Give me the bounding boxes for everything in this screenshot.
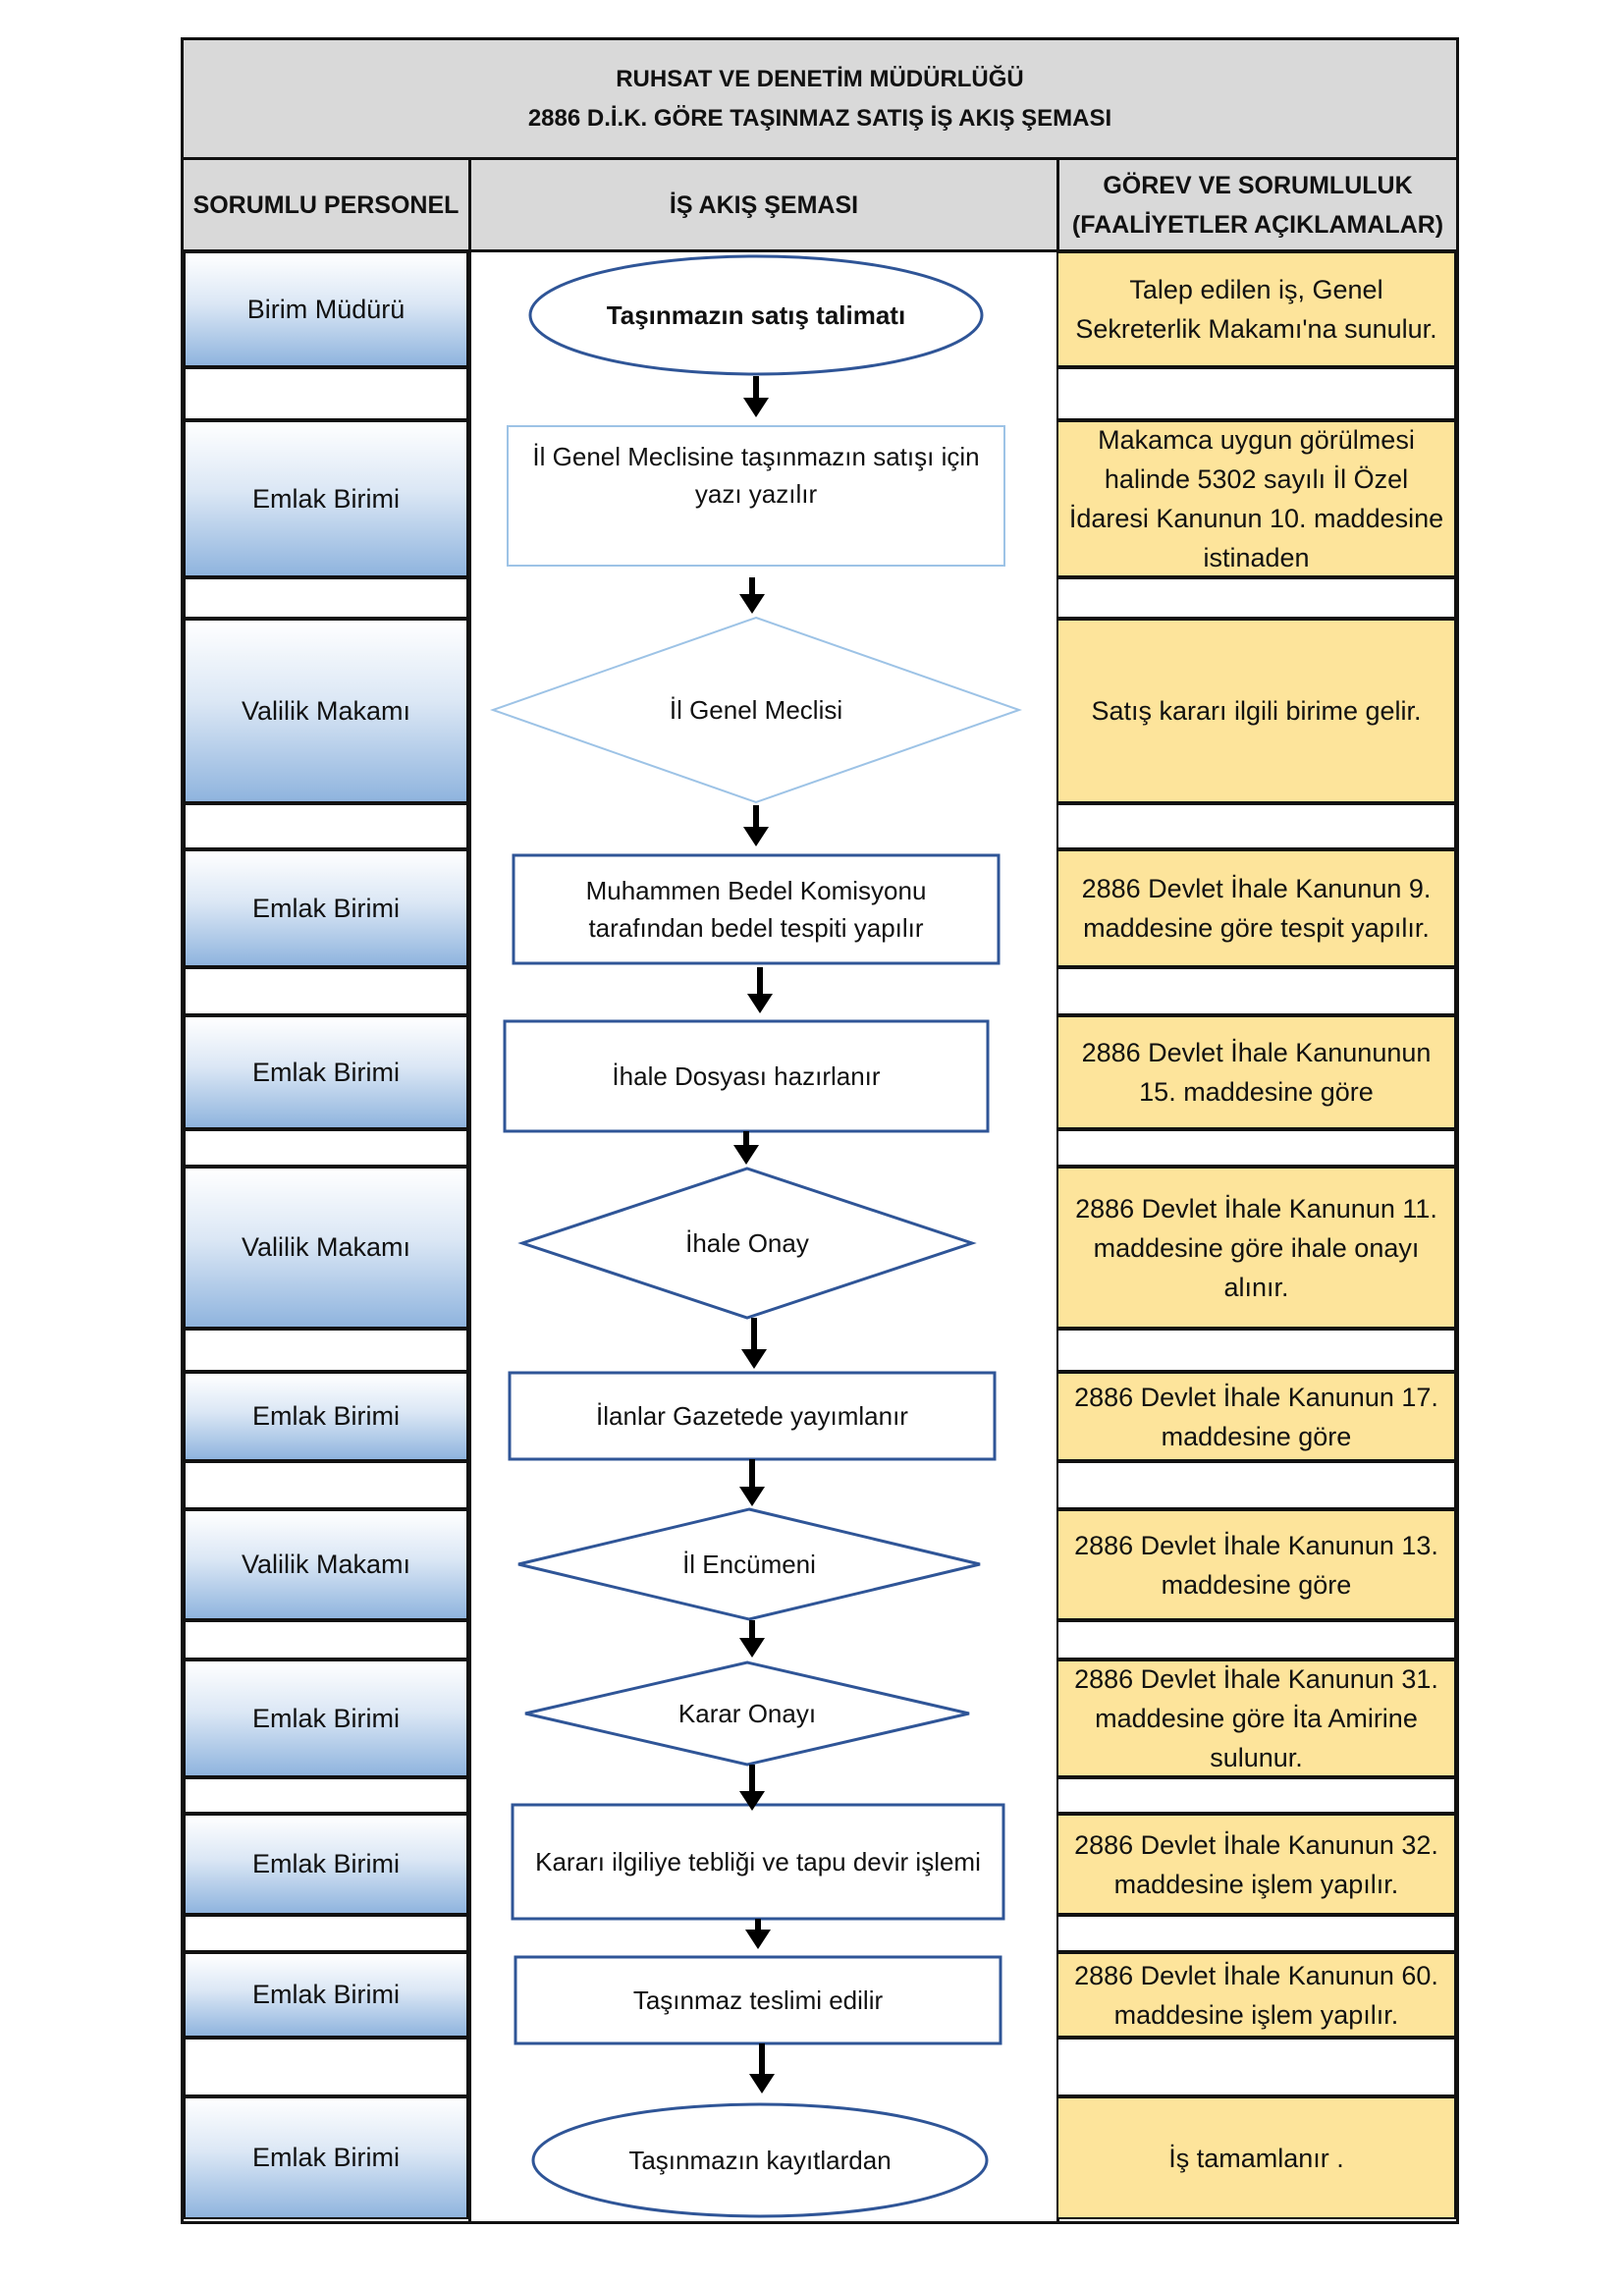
flow-arrow-head [733, 1145, 759, 1165]
shape-label: Taşınmazın kayıtlardan [628, 2146, 892, 2175]
role-cell: Emlak Birimi [184, 1372, 468, 1461]
title-line-1: RUHSAT VE DENETİM MÜDÜRLÜĞÜ [616, 65, 1024, 92]
desc-spacer [1056, 803, 1456, 849]
desc-spacer [1056, 1777, 1456, 1814]
column-header-flow: İŞ AKIŞ ŞEMASI [471, 160, 1056, 252]
flow-arrow-head [739, 1487, 765, 1506]
role-cell: Emlak Birimi [184, 420, 468, 577]
flowchart-frame: RUHSAT VE DENETİM MÜDÜRLÜĞÜ 2886 D.İ.K. … [181, 37, 1459, 2224]
role-cell: Emlak Birimi [184, 849, 468, 967]
desc-spacer [1056, 367, 1456, 420]
shape-label: İl Genel Meclisi [669, 695, 843, 725]
flow-arrow-head [739, 594, 765, 614]
column-divider-left [468, 160, 471, 2221]
desc-spacer [1056, 577, 1456, 619]
shape-label: Karar Onayı [677, 1699, 817, 1728]
flow-arrow-head [745, 1930, 771, 1949]
role-spacer [184, 1461, 468, 1509]
role-cell: Emlak Birimi [184, 1659, 468, 1777]
flow-arrow-head [739, 1638, 765, 1658]
desc-spacer [1056, 967, 1456, 1015]
desc-spacer [1056, 1620, 1456, 1659]
column-header-flow-label: İŞ AKIŞ ŞEMASI [669, 190, 859, 219]
role-spacer [184, 367, 468, 420]
process-box [508, 1371, 997, 1461]
shape-label: İlanlar Gazetede yayımlanır [596, 1401, 908, 1431]
duty-description-cell: 2886 Devlet İhale Kanunun 11. maddesine … [1056, 1167, 1456, 1329]
decision-diamond [517, 1507, 981, 1621]
shape-label: Taşınmaz teslimi edilir [632, 1986, 884, 2015]
duty-description-cell: Makamca uygun görülmesi halinde 5302 say… [1056, 420, 1456, 577]
terminal-ellipse [528, 254, 984, 376]
decision-diamond [517, 1167, 977, 1320]
flow-arrow-head [747, 994, 773, 1013]
process-box [514, 1955, 1002, 2045]
role-spacer [184, 2038, 468, 2096]
flow-arrow-head [739, 1791, 765, 1811]
role-spacer [184, 1620, 468, 1659]
duty-description-cell: 2886 Devlet İhale Kanunun 60. maddesine … [1056, 1952, 1456, 2038]
column-header-duty-label: GÖREV VE SORUMLULUK (FAALİYETLER AÇIKLAM… [1071, 171, 1444, 239]
flow-arrow-head [741, 1349, 767, 1369]
terminal-ellipse [531, 2102, 989, 2218]
role-spacer [184, 1329, 468, 1372]
shape-label: Muhammen Bedel Komisyonu tarafından bede… [585, 876, 927, 943]
column-header-personnel-label: SORUMLU PERSONEL [192, 190, 460, 219]
duty-description-cell: Satış kararı ilgili birime gelir. [1056, 619, 1456, 803]
duty-description-cell: 2886 Devlet İhale Kanunun 17. maddesine … [1056, 1372, 1456, 1461]
column-header-personnel: SORUMLU PERSONEL [184, 160, 468, 252]
desc-spacer [1056, 1329, 1456, 1372]
desc-spacer [1056, 1129, 1456, 1167]
desc-spacer [1056, 1915, 1456, 1952]
role-cell: Emlak Birimi [184, 1952, 468, 2038]
shape-label: Taşınmazın satış talimatı [606, 300, 906, 330]
role-spacer [184, 577, 468, 619]
process-box [507, 425, 1005, 567]
process-box [512, 853, 1001, 965]
flow-arrow-head [743, 398, 769, 417]
title-line-2: 2886 D.İ.K. GÖRE TAŞINMAZ SATIŞ İŞ AKIŞ … [527, 104, 1112, 132]
role-cell: Emlak Birimi [184, 1814, 468, 1915]
shape-label: İhale Dosyası hazırlanır [612, 1061, 881, 1091]
flow-arrow-head [749, 2074, 775, 2094]
role-cell: Emlak Birimi [184, 1015, 468, 1129]
role-cell: Valilik Makamı [184, 619, 468, 803]
role-cell: Birim Müdürü [184, 251, 468, 367]
role-spacer [184, 967, 468, 1015]
shape-label: İl Genel Meclisine taşınmazın satışı içi… [532, 442, 980, 509]
role-spacer [184, 1777, 468, 1814]
duty-description-cell: 2886 Devlet İhale Kanunun 32. maddesine … [1056, 1814, 1456, 1915]
decision-diamond [524, 1660, 970, 1767]
role-spacer [184, 1915, 468, 1952]
title-block: RUHSAT VE DENETİM MÜDÜRLÜĞÜ 2886 D.İ.K. … [184, 40, 1456, 160]
desc-spacer [1056, 2038, 1456, 2096]
duty-description-cell: İş tamamlanır . [1056, 2096, 1456, 2219]
desc-spacer [1056, 1461, 1456, 1509]
role-spacer [184, 1129, 468, 1167]
duty-description-cell: Talep edilen iş, Genel Sekreterlik Makam… [1056, 251, 1456, 367]
column-header-duty: GÖREV VE SORUMLULUK (FAALİYETLER AÇIKLAM… [1059, 160, 1456, 252]
duty-description-cell: 2886 Devlet İhale Kanunun 31. maddesine … [1056, 1659, 1456, 1777]
role-cell: Valilik Makamı [184, 1509, 468, 1620]
role-cell: Valilik Makamı [184, 1167, 468, 1329]
shape-label: İhale Onay [685, 1228, 809, 1258]
role-cell: Emlak Birimi [184, 2096, 468, 2219]
role-spacer [184, 803, 468, 849]
flow-arrow-head [743, 827, 769, 846]
decision-diamond [489, 616, 1023, 804]
duty-description-cell: 2886 Devlet İhale Kanunun 9. maddesine g… [1056, 849, 1456, 967]
duty-description-cell: 2886 Devlet İhale Kanununun 15. maddesin… [1056, 1015, 1456, 1129]
duty-description-cell: 2886 Devlet İhale Kanunun 13. maddesine … [1056, 1509, 1456, 1620]
shape-label: Kararı ilgiliye tebliği ve tapu devir iş… [535, 1847, 981, 1877]
shape-label: İl Encümeni [682, 1550, 816, 1579]
